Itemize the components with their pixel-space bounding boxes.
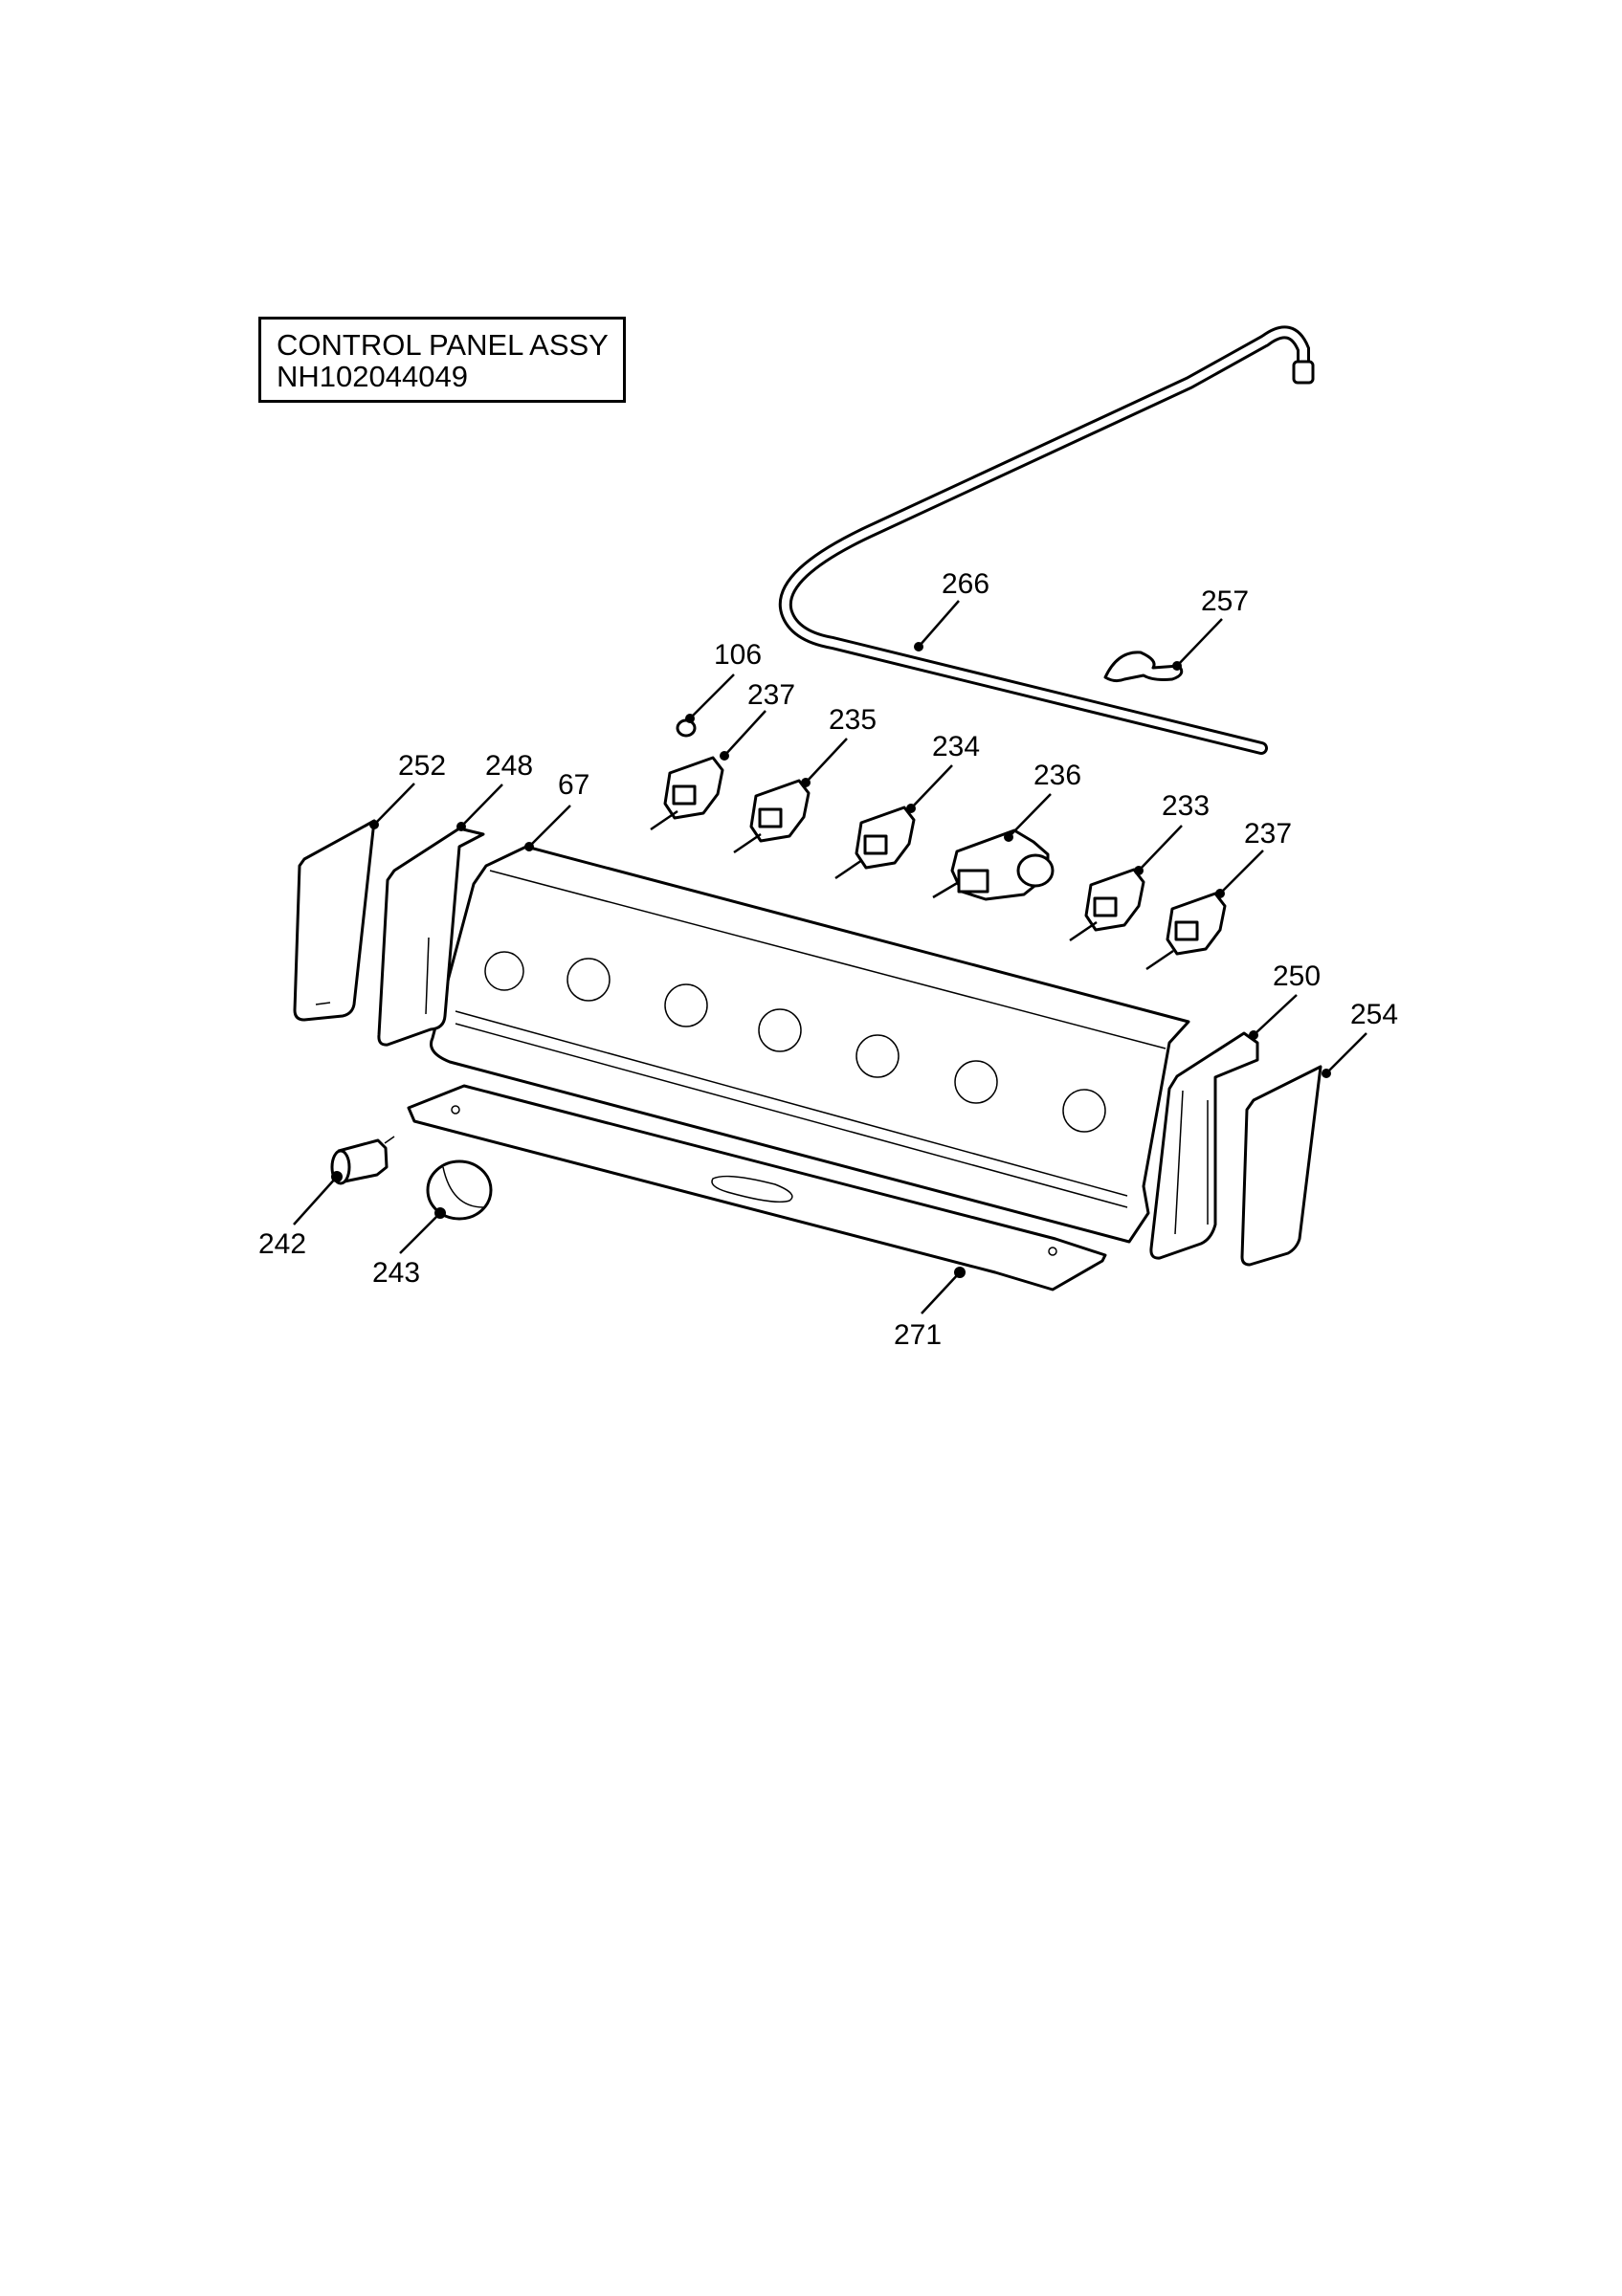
callout-234: 234	[932, 731, 980, 762]
callout-252: 252	[398, 750, 446, 782]
part-control-panel	[430, 845, 1190, 1244]
assembly-part-number: NH102044049	[277, 360, 468, 393]
callout-254: 254	[1350, 999, 1398, 1030]
title-box: CONTROL PANEL ASSY NH102044049	[258, 317, 626, 403]
part-left-bracket	[377, 827, 485, 1047]
part-valve-235	[733, 779, 811, 854]
part-right-end-cap	[1240, 1065, 1322, 1267]
part-lamp-cover	[426, 1159, 493, 1221]
part-right-bracket	[1149, 1031, 1259, 1260]
callout-106: 106	[714, 639, 762, 671]
callout-248: 248	[485, 750, 533, 782]
leader-lines	[293, 600, 1367, 1314]
callout-235: 235	[829, 704, 877, 736]
part-valve-237b	[1145, 892, 1227, 971]
part-left-end-cap	[293, 819, 376, 1022]
part-valve-234	[834, 806, 916, 880]
callout-labels: 266 257 106 237 235 234 236 233 237 252 …	[258, 568, 1398, 1351]
part-gas-tube	[778, 325, 1315, 755]
part-large-valve	[932, 828, 1055, 901]
callout-271: 271	[894, 1319, 942, 1351]
assembly-title: CONTROL PANEL ASSY	[277, 328, 609, 362]
callout-243: 243	[372, 1257, 420, 1289]
part-bottom-trim	[407, 1084, 1107, 1292]
leader-dots	[331, 642, 1331, 1278]
callout-237-right: 237	[1244, 818, 1292, 850]
callout-67: 67	[558, 769, 589, 801]
callout-266: 266	[942, 568, 989, 600]
callout-257: 257	[1201, 585, 1249, 617]
callout-242: 242	[258, 1228, 306, 1260]
callout-250: 250	[1273, 960, 1321, 992]
part-clip	[1103, 651, 1184, 683]
callout-233: 233	[1162, 790, 1210, 822]
callout-236: 236	[1033, 760, 1081, 791]
part-valve-233	[1069, 868, 1145, 942]
part-valve-237a	[650, 756, 724, 831]
callout-237-left: 237	[747, 679, 795, 711]
